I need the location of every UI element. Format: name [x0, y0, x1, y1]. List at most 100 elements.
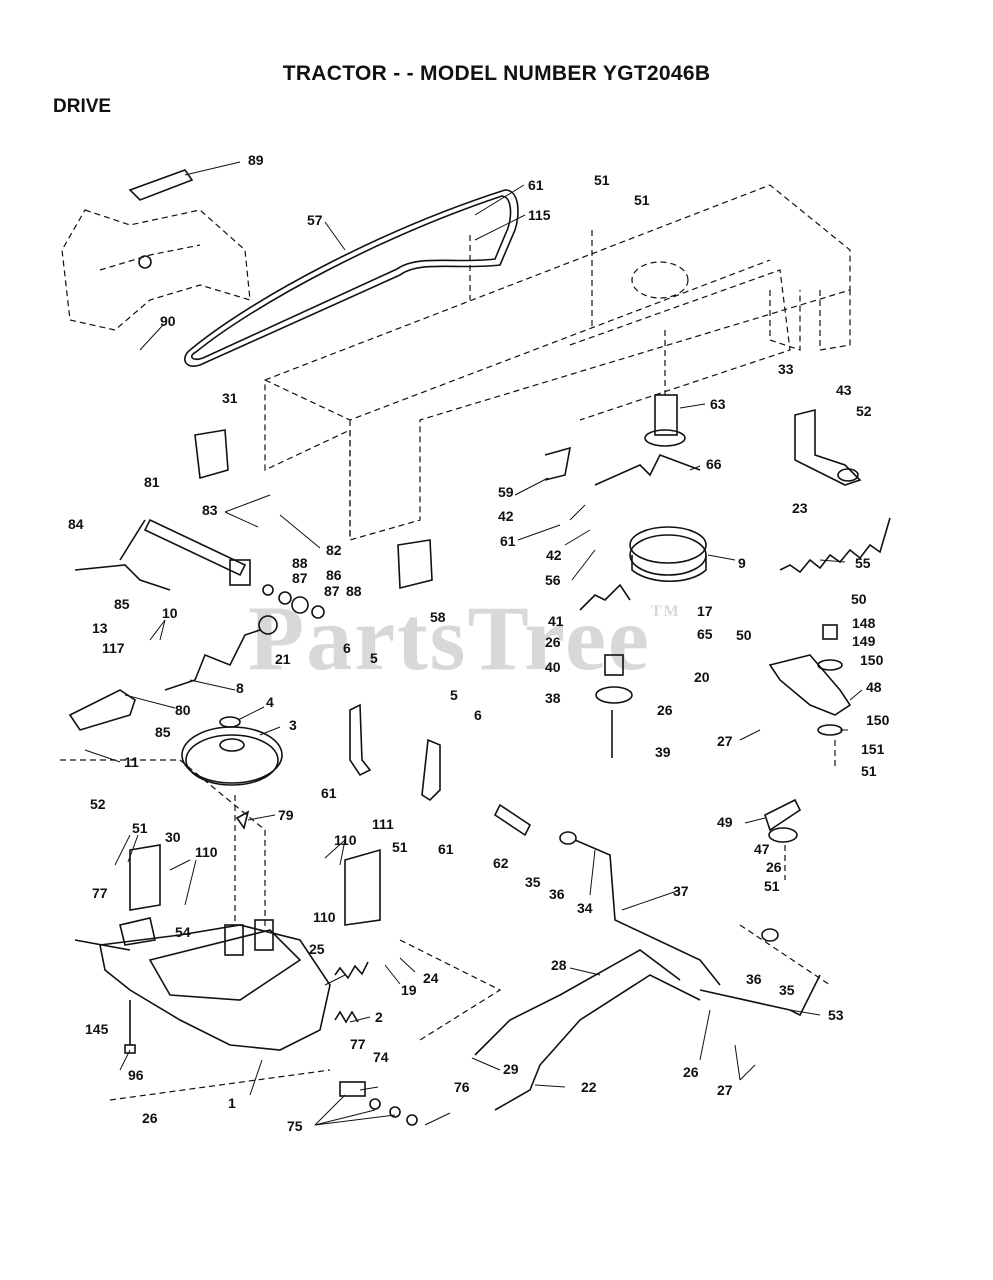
- callout-6: 6: [474, 707, 482, 723]
- callout-1: 1: [228, 1095, 236, 1111]
- part-75-bushings: [339, 1081, 418, 1126]
- callout-24: 24: [423, 970, 439, 986]
- part-79-key: [235, 810, 250, 830]
- callout-53: 53: [828, 1007, 844, 1023]
- callout-23: 23: [792, 500, 808, 516]
- part-30-bracket: [129, 844, 161, 911]
- section-heading: DRIVE: [53, 96, 112, 117]
- callout-25: 25: [309, 941, 325, 957]
- callout-40: 40: [545, 659, 561, 675]
- callout-110: 110: [334, 832, 357, 848]
- callout-62: 62: [493, 855, 509, 871]
- part-54-block: [119, 917, 156, 946]
- callout-8: 8: [236, 680, 244, 696]
- callout-26: 26: [657, 702, 673, 718]
- callout-42: 42: [498, 508, 514, 524]
- callout-48: 48: [866, 679, 882, 695]
- callout-63: 63: [710, 396, 726, 412]
- callout-51: 51: [392, 839, 408, 855]
- callout-55: 55: [855, 555, 871, 571]
- callout-2: 2: [375, 1009, 383, 1025]
- part-111-bracket: [344, 848, 381, 926]
- callout-50: 50: [736, 627, 752, 643]
- callout-56: 56: [545, 572, 561, 588]
- part-31-bracket: [194, 429, 229, 480]
- callout-148: 148: [852, 615, 876, 631]
- callout-88: 88: [346, 583, 362, 599]
- callout-54: 54: [175, 924, 191, 940]
- part-55-spring: [779, 517, 891, 574]
- callout-26: 26: [683, 1064, 699, 1080]
- callout-150: 150: [860, 652, 884, 668]
- part-66-rod: [594, 453, 701, 486]
- part-23-bracket: [794, 408, 862, 486]
- callout-5: 5: [370, 650, 378, 666]
- part-41-spring: [579, 583, 631, 611]
- callout-84: 84: [68, 516, 84, 532]
- watermark-text: PartsTree: [248, 587, 651, 689]
- callout-22: 22: [581, 1079, 597, 1095]
- part-1-transaxle: [74, 919, 331, 1051]
- callout-27: 27: [717, 1082, 733, 1098]
- callout-75: 75: [287, 1118, 303, 1134]
- callout-86: 86: [326, 567, 342, 583]
- callout-76: 76: [454, 1079, 470, 1095]
- callout-83: 83: [202, 502, 218, 518]
- callout-38: 38: [545, 690, 561, 706]
- part-25-spring: [334, 961, 369, 980]
- callout-61: 61: [500, 533, 516, 549]
- washers-86-88: [262, 584, 325, 619]
- callout-52: 52: [90, 796, 106, 812]
- callout-6: 6: [343, 640, 351, 656]
- callout-149: 149: [852, 633, 876, 649]
- callout-87: 87: [324, 583, 340, 599]
- callout-29: 29: [503, 1061, 519, 1077]
- callout-30: 30: [165, 829, 181, 845]
- callout-61: 61: [321, 785, 337, 801]
- callout-82: 82: [326, 542, 342, 558]
- callout-51: 51: [764, 878, 780, 894]
- part-59-clip: [544, 446, 572, 481]
- callout-39: 39: [655, 744, 671, 760]
- callout-150: 150: [866, 712, 890, 728]
- callout-79: 79: [278, 807, 294, 823]
- part-63-spindle: [644, 394, 686, 447]
- callout-34: 34: [577, 900, 593, 916]
- part-57-belt: [184, 189, 519, 367]
- part-38-pulley: [595, 654, 633, 758]
- callout-21: 21: [275, 651, 291, 667]
- part-36-washer: [559, 831, 779, 942]
- callout-65: 65: [697, 626, 713, 642]
- part-28-rod: [474, 949, 681, 1056]
- callout-117: 117: [102, 640, 125, 656]
- callout-51: 51: [594, 172, 610, 188]
- callout-26: 26: [545, 634, 561, 650]
- callout-85: 85: [155, 724, 171, 740]
- callout-58: 58: [430, 609, 446, 625]
- callout-36: 36: [549, 886, 565, 902]
- front-bracket-outline: [61, 209, 251, 331]
- part-21-knob: [258, 615, 278, 635]
- callout-57: 57: [307, 212, 323, 228]
- callout-66: 66: [706, 456, 722, 472]
- part-47-idler: [764, 798, 802, 843]
- callout-33: 33: [778, 361, 794, 377]
- callout-88: 88: [292, 555, 308, 571]
- callout-51: 51: [132, 820, 148, 836]
- callout-5: 5: [450, 687, 458, 703]
- part-9-clutch: [629, 526, 707, 583]
- callout-51: 51: [634, 192, 650, 208]
- callout-9: 9: [738, 555, 746, 571]
- callout-61: 61: [528, 177, 544, 193]
- part-2-spring: [334, 1010, 359, 1024]
- callout-3: 3: [289, 717, 297, 733]
- callout-111: 111: [372, 816, 394, 832]
- part-53-rod: [699, 974, 821, 1017]
- callout-35: 35: [525, 874, 541, 890]
- part-62-grip: [493, 803, 532, 837]
- watermark: PartsTreeTM: [248, 585, 681, 691]
- callout-13: 13: [92, 620, 108, 636]
- callout-26: 26: [766, 859, 782, 875]
- callout-19: 19: [401, 982, 417, 998]
